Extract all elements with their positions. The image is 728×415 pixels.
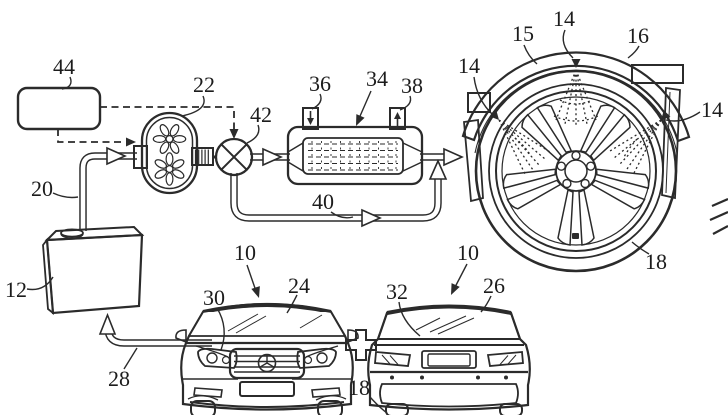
pump [134, 113, 216, 193]
license-plate-front [240, 382, 294, 396]
label-hx-outlet: 38 [401, 73, 423, 98]
label-control-unit: 44 [53, 54, 75, 79]
valve-stem [572, 233, 579, 239]
label-heat-exchanger: 34 [366, 66, 388, 91]
car-rear-view [368, 306, 529, 415]
label-nozzle-right: 14 [701, 97, 723, 122]
label-fender: 16 [627, 23, 649, 48]
edge-marks [710, 199, 728, 234]
bracket-right [632, 65, 683, 83]
leader-arrowheads [251, 114, 459, 299]
label-nozzle-top: 14 [553, 6, 575, 31]
label-tire: 15 [512, 21, 534, 46]
label-wheel: 18 [645, 249, 667, 274]
label-suction-line: 20 [31, 176, 53, 201]
control-signal-lines [58, 107, 239, 147]
label-bypass-line: 40 [312, 189, 334, 214]
three-way-valve [216, 139, 252, 175]
pump-rotor-bottom [154, 153, 186, 185]
heat-exchanger [288, 108, 422, 184]
label-nozzle-left: 14 [458, 53, 480, 78]
label-vehicle-front: 10 [234, 240, 256, 265]
label-rear-window: 26 [483, 273, 505, 298]
pump-outlet-coupling [192, 148, 216, 165]
label-hx-inlet: 36 [309, 71, 331, 96]
grille [230, 349, 304, 378]
label-tank: 12 [5, 277, 27, 302]
pump-rotor-top [153, 123, 185, 155]
car-front-view [176, 304, 358, 415]
hx-core-mesh [308, 141, 398, 171]
label-windshield: 24 [288, 273, 310, 298]
label-hood: 30 [203, 285, 225, 310]
wheel-assembly [463, 52, 689, 271]
tire-outer [476, 71, 676, 271]
label-pump: 22 [193, 72, 215, 97]
water-tank [43, 227, 142, 313]
fender-flap-left [464, 120, 483, 201]
label-trunk: 32 [386, 279, 408, 304]
label-vehicle-rear: 10 [457, 240, 479, 265]
license-plate-rear [428, 354, 470, 366]
label-car-wheel: 18 [348, 375, 370, 400]
label-return-line: 28 [108, 366, 130, 391]
wheel-hub [556, 151, 596, 191]
label-valve: 42 [250, 102, 272, 127]
control-unit [18, 88, 100, 129]
